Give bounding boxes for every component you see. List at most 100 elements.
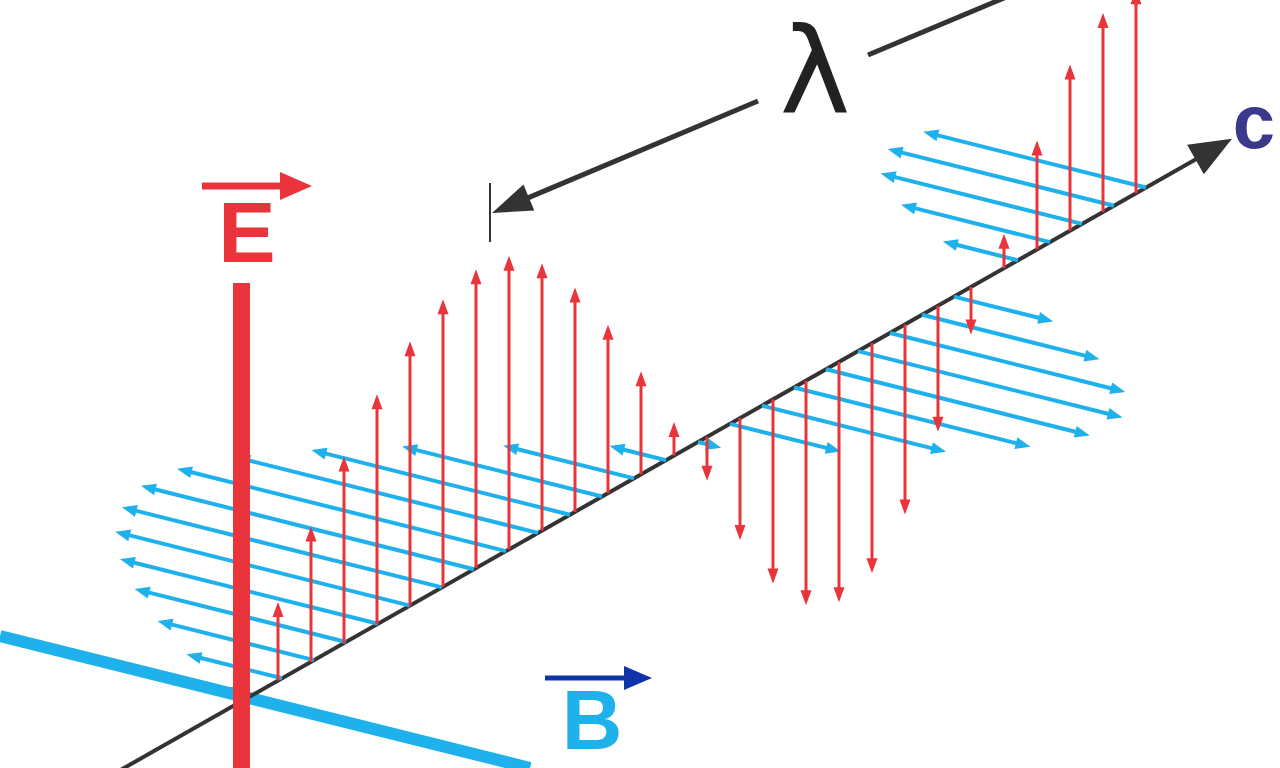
speed-of-light-symbol: c (1233, 84, 1275, 160)
b-field-arrow-head (888, 147, 904, 159)
e-field-arrow-shaft (508, 270, 511, 550)
b-field-arrow-shaft (762, 406, 932, 449)
e-field-arrow-head (570, 287, 581, 302)
e-field-arrow-head (867, 558, 878, 573)
b-field-arrow-head (901, 203, 917, 215)
b-field-arrow-shaft (894, 177, 1082, 224)
b-field-arrow-head (311, 448, 327, 460)
b-field-arrow-head (881, 171, 897, 183)
b-field-arrow-shaft (954, 297, 1040, 318)
b-field-arrow-head (120, 557, 136, 569)
b-field-arrow-shaft (325, 453, 570, 514)
e-field-arrow-shaft (1036, 154, 1039, 249)
e-field-arrow-shaft (673, 436, 676, 456)
b-field-arrow-shaft (937, 135, 1146, 187)
b-field-arrow-head (923, 130, 939, 142)
electric-field-arrows (273, 0, 1142, 681)
b-field-arrow-head (1083, 350, 1099, 362)
e-field-arrow-head (768, 568, 779, 583)
e-field-arrow-head (900, 500, 911, 515)
e-field-arrow-head (636, 371, 647, 386)
e-field-arrow-shaft (343, 470, 346, 643)
e-field-arrow-shaft (607, 339, 610, 493)
b-field-arrow-shaft (915, 208, 1050, 242)
e-field-arrow-shaft (970, 287, 973, 321)
e-field-arrow-shaft (541, 277, 544, 530)
wavelength-line (868, 0, 1035, 55)
propagation-axis-shaft (110, 159, 1196, 768)
wavelength-arrow-head (492, 185, 534, 213)
e-field-arrow-head (1032, 140, 1043, 155)
e-field-arrow-shaft (904, 324, 907, 500)
propagation-axis (110, 139, 1232, 768)
e-field-arrow-shaft (805, 381, 808, 592)
electric-field-symbol: E (218, 189, 275, 275)
e-field-arrow-head (1098, 13, 1109, 28)
wavelength-tick (489, 183, 491, 242)
e-field-arrow-shaft (277, 616, 280, 681)
wavelength-symbol: λ (779, 12, 850, 132)
b-field-arrow-shaft (623, 449, 666, 460)
b-field-arrow-head (122, 505, 138, 517)
e-field-arrow-head (834, 587, 845, 602)
e-field-arrow-shaft (574, 301, 577, 511)
b-field-arrow-shaft (890, 333, 1112, 389)
propagation-axis-head (1187, 139, 1232, 175)
magnetic-field-symbol: B (562, 678, 623, 762)
e-field-arrow-shaft (1102, 27, 1105, 212)
b-field-axis (0, 636, 530, 768)
b-field-arrow-shaft (826, 369, 1076, 432)
b-field-arrow-head (141, 484, 157, 496)
b-field-arrow-head (157, 619, 173, 631)
e-field-arrow-head (306, 526, 317, 541)
e-field-arrow-head (537, 263, 548, 278)
b-field-arrow-head (1074, 426, 1090, 438)
e-field-arrow-shaft (937, 306, 940, 418)
e-field-arrow-head (702, 466, 713, 481)
wavelength-arrow-shaft (528, 101, 758, 198)
e-field-arrow-head (966, 320, 977, 335)
e-field-arrow-head (603, 325, 614, 340)
b-field-arrow-head (1109, 382, 1125, 394)
b-field-arrow-shaft (730, 424, 827, 448)
e-field-arrow-shaft (1003, 248, 1006, 269)
b-field-arrow-head (219, 687, 235, 699)
b-field-arrow-head (610, 444, 626, 456)
e-field-arrow-head (735, 525, 746, 540)
b-field-arrow-head (1037, 312, 1053, 324)
e-field-arrow-head (999, 234, 1010, 249)
b-field-arrow-head (115, 530, 131, 542)
b-field-arrow-head (943, 239, 959, 251)
e-field-arrow-shaft (1069, 79, 1072, 231)
b-field-arrow-head (503, 443, 519, 455)
b-field-arrow-shaft (901, 152, 1114, 205)
b-field-arrow-head (135, 587, 151, 599)
e-field-arrow-head (669, 422, 680, 437)
b-field-arrow-shaft (133, 563, 378, 624)
wavelength-marker (490, 0, 1035, 242)
b-field-arrow-shaft (922, 315, 1086, 356)
e-field-arrow-shaft (442, 313, 445, 587)
e-field-arrow-shaft (772, 399, 775, 569)
b-field-arrow-head (930, 442, 946, 454)
e-field-arrow-shaft (838, 362, 841, 588)
e-field-arrow-shaft (640, 385, 643, 474)
e-field-arrow-head (339, 456, 350, 471)
e-field-arrow-head (273, 602, 284, 617)
e-field-axis (233, 283, 250, 768)
b-vector-arrow-head (624, 666, 652, 690)
e-field-arrow-head (405, 341, 416, 356)
e-field-arrow-head (801, 590, 812, 605)
e-field-arrow-head (438, 299, 449, 314)
vector-symbols (202, 172, 652, 690)
b-field-arrow-head (186, 652, 202, 664)
e-vector-arrow-head (280, 172, 312, 200)
e-field-arrow-shaft (475, 283, 478, 568)
e-field-arrow-shaft (1135, 3, 1138, 193)
b-field-arrow-shaft (858, 351, 1109, 414)
e-field-arrow-head (504, 256, 515, 271)
e-field-arrow-head (471, 269, 482, 284)
